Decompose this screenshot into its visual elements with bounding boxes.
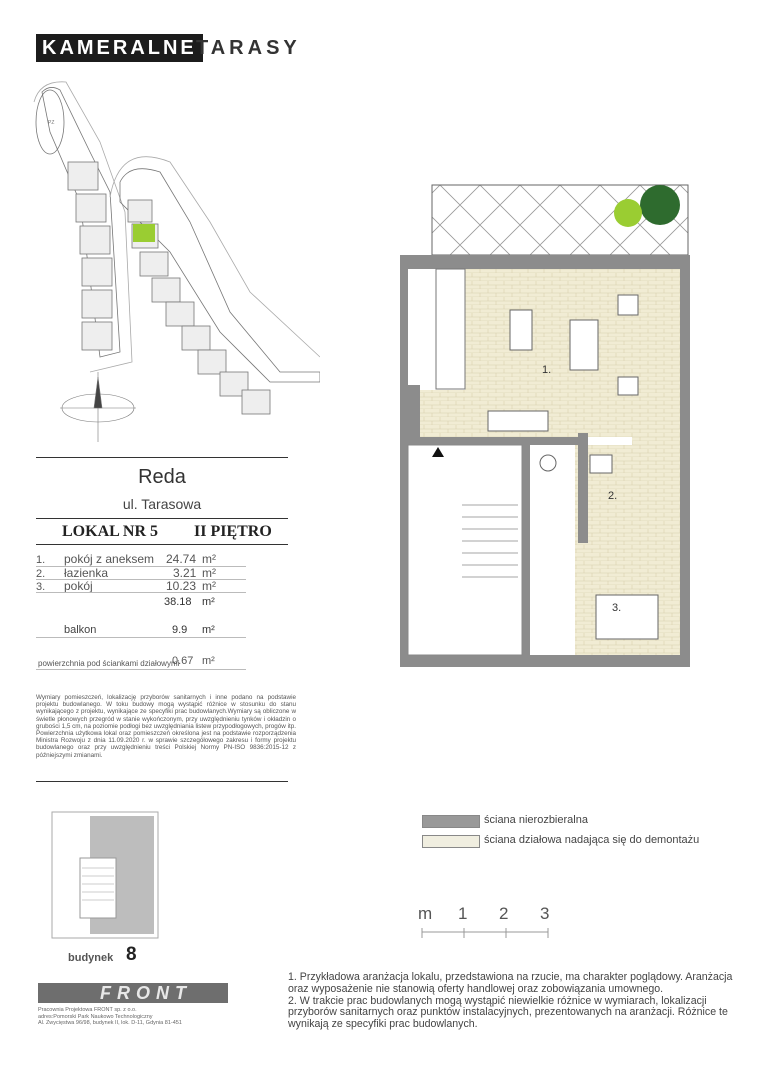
divider — [36, 518, 288, 519]
footnote-2: 2. W trakcie prac budowlanych mogą wystą… — [288, 994, 728, 1031]
disclaimer-text: Wymiary pomieszczeń, lokalizację przybor… — [36, 694, 296, 759]
divider — [36, 637, 246, 638]
company-line: adres:Pomorski Park Naukowo Technologicz… — [38, 1013, 153, 1020]
scale-bar — [421, 928, 549, 938]
logo-tarasy: TARASY — [196, 37, 301, 59]
walls-area: 0.67 — [172, 655, 194, 667]
company-info: Pracownia Projektowa FRONT sp. z o.o. ad… — [38, 1007, 182, 1027]
scale-mark: 1 — [458, 904, 468, 923]
company-logo-bar — [38, 983, 228, 1003]
room-label-3: 3. — [612, 602, 621, 614]
walls-unit: m² — [202, 655, 215, 667]
scale-mark: 3 — [540, 904, 550, 923]
floor-plan: 1. 2. 3. — [400, 184, 690, 667]
walls-area-label: powierzchnia pod ściankami działowymi — [38, 659, 180, 668]
room-name: pokój — [64, 579, 93, 593]
site-plan-pz-label: PZ — [48, 120, 54, 126]
scale-mark: 2 — [499, 904, 509, 923]
logo-kameralne: KAMERALNE — [36, 34, 203, 62]
balcony-unit: m² — [202, 624, 215, 636]
room-unit: m² — [202, 566, 216, 580]
divider — [36, 592, 246, 593]
room-area: 3.21 — [173, 566, 197, 580]
balcony-name: balkon — [64, 624, 97, 636]
balcony-area: 9.9 — [172, 624, 188, 636]
divider — [36, 457, 288, 458]
building-label: budynek — [68, 952, 114, 964]
scale-unit: m — [418, 904, 433, 923]
floor-label: II PIĘTRO — [194, 523, 272, 540]
legend-label-structural: ściana nierozbieralna — [484, 814, 588, 826]
room-number: 2. — [36, 568, 46, 580]
divider — [36, 544, 288, 545]
divider — [36, 781, 288, 782]
building-key-plan — [51, 811, 159, 939]
total-unit: m² — [202, 596, 215, 608]
room-area: 24.74 — [166, 552, 197, 566]
street-name: ul. Tarasowa — [122, 496, 202, 512]
company-line: Al. Zwycięstwa 96/98, budynek II, lok. D… — [38, 1020, 182, 1026]
divider — [36, 579, 246, 580]
room-number: 3. — [36, 581, 46, 593]
building-number: 8 — [126, 944, 137, 965]
city-name: Reda — [138, 466, 186, 488]
legend-swatch-structural — [422, 815, 480, 828]
room-unit: m² — [202, 579, 216, 593]
room-name: łazienka — [64, 566, 109, 580]
room-number: 1. — [36, 554, 46, 566]
room-label-1: 1. — [542, 364, 551, 376]
legend-label-partition: ściana działowa nadająca się do demontaż… — [484, 834, 700, 846]
unit-number: LOKAL NR 5 — [62, 523, 159, 540]
divider — [36, 566, 246, 567]
total-area: 38.18 — [164, 596, 192, 608]
room-name: pokój z aneksem — [64, 552, 155, 566]
divider — [36, 669, 246, 670]
room-label-2: 2. — [608, 490, 617, 502]
company-line: Pracownia Projektowa FRONT sp. z o.o. — [38, 1007, 137, 1013]
footnote-1: 1. Przykładowa aranżacja lokalu, przedst… — [288, 971, 733, 995]
legend-swatch-partition — [422, 835, 480, 848]
room-area: 10.23 — [166, 579, 197, 593]
footnotes: 1. Przykładowa aranżacja lokalu, przedst… — [288, 971, 734, 1031]
site-plan: PZ — [33, 81, 320, 442]
room-unit: m² — [202, 552, 216, 566]
company-logo: FRONT — [100, 983, 192, 1003]
